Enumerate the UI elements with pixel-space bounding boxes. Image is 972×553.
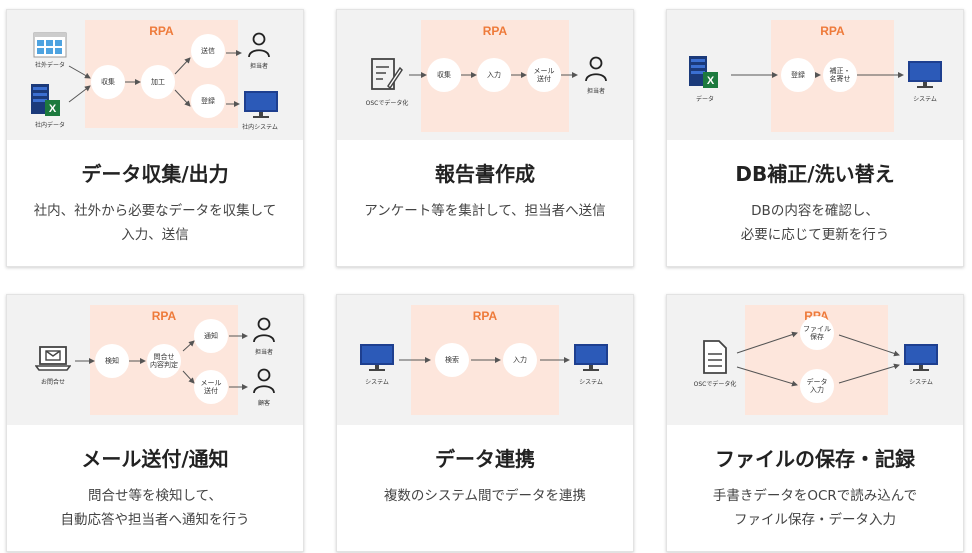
node-input: 入力	[503, 343, 537, 377]
card-description: 社内、社外から必要なデータを収集して 入力、送信	[13, 200, 297, 247]
person-icon	[252, 317, 276, 343]
label-inquiry: お問合せ	[40, 379, 66, 386]
node-data-input: データ 入力	[800, 369, 834, 403]
card-title: データ連携	[435, 447, 535, 471]
label-person: 担当者	[586, 88, 606, 95]
server-excel-icon	[687, 54, 721, 90]
card-description: DBの内容を確認し、 必要に応じて更新を行う	[673, 200, 957, 247]
card-title: DB補正/洗い替え	[735, 162, 895, 186]
label-system: システム	[909, 379, 933, 386]
desc-line: 社内、社外から必要なデータを収集して	[33, 203, 277, 219]
rpa-label: RPA	[472, 309, 498, 323]
card-title: メール送付/通知	[81, 447, 229, 471]
diagram: RPA システム 検索 入力 システム	[337, 295, 633, 425]
label-system: システム	[913, 96, 937, 103]
node-detect: 検知	[95, 344, 129, 378]
label-person: 担当者	[249, 63, 269, 70]
node-send: 送信	[191, 34, 225, 68]
node-collect: 収集	[427, 58, 461, 92]
node-mail-send: メール 送付	[527, 58, 561, 92]
desc-line: ファイル保存・データ入力	[734, 511, 896, 528]
diagram: RPA OSCでデータ化 ファイル 保存 データ 入力 システム	[667, 295, 963, 425]
node-mail-send: メール 送付	[194, 370, 228, 404]
spreadsheet-icon	[33, 32, 67, 58]
monitor-icon	[573, 343, 609, 373]
node-file-save: ファイル 保存	[800, 316, 834, 350]
desc-line: 必要に応じて更新を行う	[740, 226, 890, 243]
desc-line: 手書きデータをOCRで読み込んで	[712, 488, 918, 504]
desc-line: 自動応答や担当者へ通知を行う	[60, 511, 250, 528]
card-data-collection-output: RPA 社外データ 社内データ 収集 加工 送信 登録 担当者 社内システム デ…	[6, 9, 304, 267]
label-osc: OSCでデータ化	[365, 100, 409, 107]
diagram: RPA お問合せ 検知 問合せ 内容判定 通知 メール 送付 担当者 顧客	[7, 295, 303, 425]
rpa-label: RPA	[151, 309, 177, 323]
node-correct-merge: 補正・ 名寄せ	[823, 58, 857, 92]
laptop-mail-icon	[35, 345, 71, 373]
card-description: 手書きデータをOCRで読み込んで ファイル保存・データ入力	[673, 485, 957, 532]
server-excel-icon	[29, 82, 63, 118]
node-register: 登録	[781, 58, 815, 92]
person-icon	[584, 56, 608, 82]
desc-line: DBの内容を確認し、	[751, 203, 879, 219]
node-input: 入力	[477, 58, 511, 92]
card-db-correction: RPA データ 登録 補正・ 名寄せ システム DB補正/洗い替え DBの内容を…	[666, 9, 964, 267]
label-internal-data: 社内データ	[34, 122, 66, 129]
card-data-integration: RPA システム 検索 入力 システム データ連携 複数のシステム間でデータを連…	[336, 294, 634, 552]
desc-line: 入力、送信	[121, 226, 189, 243]
monitor-icon	[243, 90, 279, 120]
card-file-save-record: RPA OSCでデータ化 ファイル 保存 データ 入力 システム ファイルの保存…	[666, 294, 964, 552]
desc-line: 問合せ等を検知して、	[88, 488, 222, 504]
person-icon	[247, 32, 271, 58]
card-description: 複数のシステム間でデータを連携	[343, 485, 627, 509]
node-search: 検索	[435, 343, 469, 377]
diagram: RPA データ 登録 補正・ 名寄せ システム	[667, 10, 963, 140]
label-person: 担当者	[254, 349, 274, 356]
diagram: RPA 社外データ 社内データ 収集 加工 送信 登録 担当者 社内システム	[7, 10, 303, 140]
monitor-icon	[903, 343, 939, 373]
card-description: 問合せ等を検知して、 自動応答や担当者へ通知を行う	[13, 485, 297, 532]
monitor-icon	[359, 343, 395, 373]
document-pen-icon	[369, 56, 403, 92]
person-icon	[252, 368, 276, 394]
card-title: ファイルの保存・記録	[715, 447, 915, 471]
card-title: データ収集/出力	[81, 162, 229, 186]
diagram: RPA OSCでデータ化 収集 入力 メール 送付 担当者	[337, 10, 633, 140]
label-internal-system: 社内システム	[242, 124, 278, 131]
node-collect: 収集	[91, 65, 125, 99]
label-system: システム	[579, 379, 603, 386]
node-process: 加工	[141, 65, 175, 99]
rpa-label: RPA	[149, 24, 174, 38]
monitor-icon	[907, 60, 943, 90]
rpa-label: RPA	[482, 24, 508, 38]
label-system: システム	[365, 379, 389, 386]
label-customer: 顧客	[257, 400, 271, 407]
node-notify: 通知	[194, 319, 228, 353]
card-description: アンケート等を集計して、担当者へ送信	[343, 200, 627, 224]
card-title: 報告書作成	[435, 162, 535, 186]
node-register: 登録	[191, 84, 225, 118]
label-osc: OSCでデータ化	[693, 381, 737, 388]
card-mail-notify: RPA お問合せ 検知 問合せ 内容判定 通知 メール 送付 担当者 顧客 メー…	[6, 294, 304, 552]
label-external-data: 社外データ	[34, 62, 66, 69]
rpa-label: RPA	[820, 24, 845, 38]
node-judge: 問合せ 内容判定	[147, 344, 181, 378]
label-data: データ	[695, 96, 715, 103]
card-report-creation: RPA OSCでデータ化 収集 入力 メール 送付 担当者 報告書作成 アンケー…	[336, 9, 634, 267]
desc-line: アンケート等を集計して、担当者へ送信	[364, 203, 606, 219]
document-icon	[701, 339, 729, 375]
desc-line: 複数のシステム間でデータを連携	[383, 488, 587, 504]
